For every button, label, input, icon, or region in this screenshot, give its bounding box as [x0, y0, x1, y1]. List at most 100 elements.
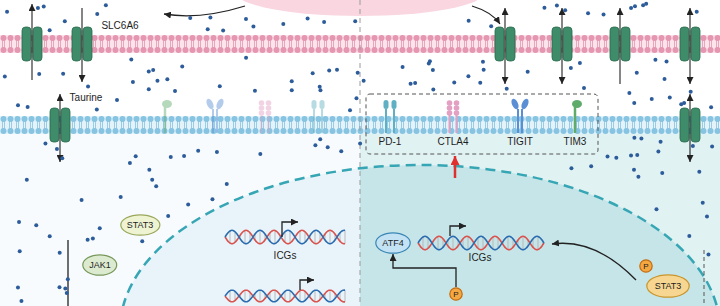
- base-pair: [260, 230, 261, 244]
- receptor-head: [510, 98, 520, 111]
- taurine-dot: [362, 79, 366, 83]
- base-pair: [453, 236, 454, 250]
- taurine-dot: [60, 156, 64, 160]
- taurine-dot: [48, 234, 52, 238]
- receptor-stem: [261, 113, 263, 133]
- node-text: STAT3: [655, 281, 682, 292]
- slc6a6-transporter: [83, 27, 92, 61]
- text-label: PD-1: [379, 136, 402, 148]
- taurine-dot: [478, 81, 482, 85]
- taurine-dot: [635, 71, 639, 75]
- taurine-dot: [34, 223, 38, 227]
- taurine-dot: [705, 214, 709, 218]
- base-pair: [245, 230, 246, 244]
- taurine-dot: [569, 66, 573, 70]
- taurine-dot: [466, 74, 470, 78]
- taurine-dot: [150, 178, 154, 182]
- taurine-dot: [36, 6, 40, 10]
- signal-line: [67, 240, 68, 306]
- slc6a6-transporter: [552, 27, 561, 61]
- taurine-dot: [633, 4, 637, 8]
- taurine-dot: [5, 10, 9, 14]
- taurine-dot: [182, 154, 186, 158]
- taurine-dot: [3, 75, 7, 79]
- taurine-dot: [641, 3, 645, 7]
- taurine-dot: [318, 88, 322, 92]
- receptor-stem: [164, 107, 167, 133]
- base-pair: [275, 230, 276, 244]
- taurine-dot: [206, 27, 210, 31]
- taurine-dot: [663, 77, 667, 81]
- base-pair: [508, 236, 509, 250]
- node-text: P: [453, 289, 458, 300]
- taurine-dot: [582, 86, 586, 90]
- base-pair: [538, 236, 539, 250]
- dna-helix: [225, 290, 345, 302]
- taurine-dot: [629, 153, 633, 157]
- slc6a6-transporter: [680, 108, 689, 142]
- protein-oval: ATF4: [375, 232, 411, 254]
- transport-arrow: [619, 8, 620, 84]
- taurine-dot: [147, 70, 151, 74]
- taurine-dot: [151, 68, 155, 72]
- receptor-head: [312, 100, 317, 109]
- nucleus-right: [360, 165, 720, 306]
- taurine-dot: [431, 88, 435, 92]
- taurine-dot: [589, 164, 593, 168]
- nuclear-envelope: [120, 165, 720, 306]
- transport-arrow: [504, 8, 505, 84]
- taurine-dot: [95, 108, 99, 112]
- receptor-head: [266, 100, 272, 106]
- receptor-icon: [447, 100, 460, 133]
- phosphate-circle: P: [639, 259, 653, 273]
- taurine-dot: [578, 61, 582, 65]
- taurine-dot: [140, 239, 144, 243]
- taurine-dot: [115, 98, 119, 102]
- taurine-dot: [627, 91, 631, 95]
- taurine-dot: [401, 65, 405, 69]
- slc6a6-transporter: [61, 108, 70, 142]
- text-label: SLC6A6: [101, 20, 138, 32]
- dna-strand: [225, 230, 345, 244]
- receptor-head: [454, 105, 460, 111]
- signal-arrow: [552, 243, 636, 280]
- taurine-dot: [25, 178, 29, 182]
- taurine-dot: [225, 182, 229, 186]
- taurine-dot: [318, 85, 322, 89]
- taurine-dot: [653, 58, 657, 62]
- receptor-head: [266, 105, 272, 111]
- taurine-dot: [165, 77, 169, 81]
- receptor-stem: [212, 109, 214, 133]
- node-outline: [376, 233, 410, 253]
- transport-arrow: [689, 94, 690, 162]
- text-label: Taurine: [70, 92, 103, 104]
- taurine-dot: [37, 72, 41, 76]
- receptor-icon: [572, 100, 582, 133]
- taurine-dot: [173, 89, 177, 93]
- taurine-dot: [196, 149, 200, 153]
- taurine-dot: [155, 79, 159, 83]
- taurine-dot: [701, 201, 705, 205]
- receptor-stem: [574, 107, 577, 133]
- taurine-dot: [244, 56, 248, 60]
- taurine-dot: [635, 153, 639, 157]
- dna-helix: [225, 230, 345, 244]
- taurine-dot: [251, 24, 255, 28]
- taurine-dot: [253, 89, 257, 93]
- taurine-dot: [61, 72, 65, 76]
- dna-strand: [225, 290, 345, 302]
- text-label: TIM3: [564, 136, 587, 148]
- taurine-dot: [91, 237, 95, 241]
- base-pair: [423, 237, 424, 250]
- dna-strand: [418, 236, 544, 250]
- node-outline: [83, 255, 117, 275]
- taurine-dot: [710, 145, 714, 149]
- taurine-dot: [505, 87, 509, 91]
- taurine-dot: [665, 60, 669, 64]
- slc6a6-transporter: [50, 108, 59, 142]
- slc6a6-transporter: [691, 27, 700, 61]
- slc6a6-transporter: [563, 27, 572, 61]
- taurine-dot: [409, 82, 413, 86]
- taurine-dot: [95, 12, 99, 16]
- taurine-dot: [166, 214, 170, 218]
